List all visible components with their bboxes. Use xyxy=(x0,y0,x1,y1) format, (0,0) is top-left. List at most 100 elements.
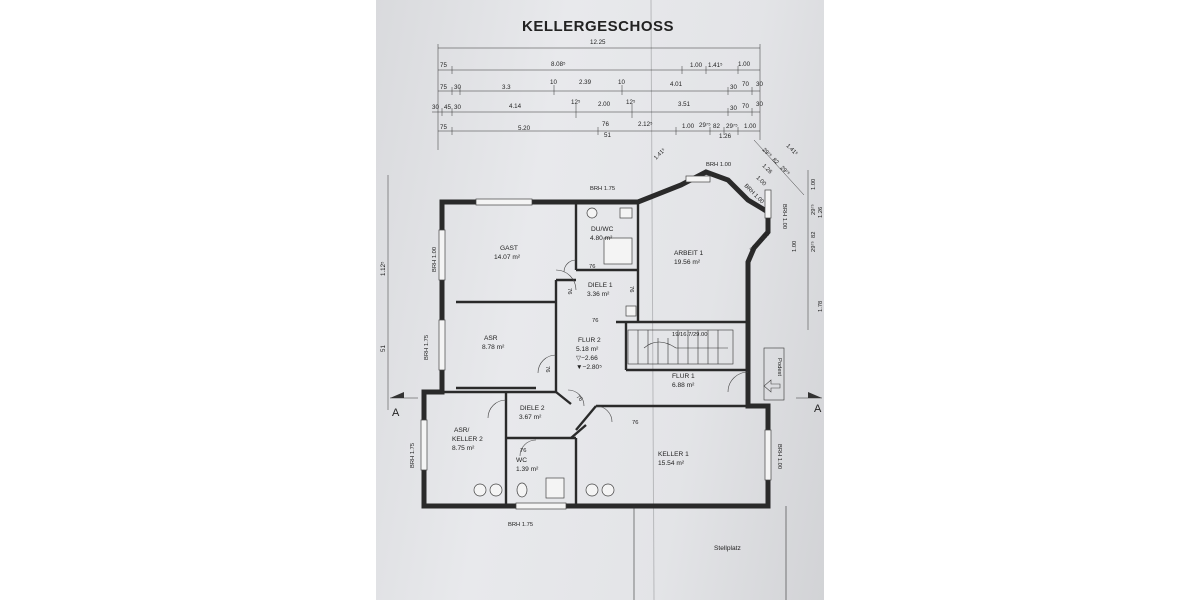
dim-r2-5: 10 xyxy=(618,79,625,86)
svg-text:14.07 m²: 14.07 m² xyxy=(494,254,521,261)
plan-title: KELLERGESCHOSS xyxy=(522,18,674,35)
window-label-bottom: BRH 1.75 xyxy=(508,522,533,528)
shower-du xyxy=(603,237,633,265)
dim-right-4: 1.26 xyxy=(818,207,824,218)
door-width-4: 76 xyxy=(544,366,550,372)
dim-r3-7: 3.51 xyxy=(678,101,691,108)
dim-r2-8: 70 xyxy=(742,81,749,88)
dim-r3-6: 12⁵ xyxy=(626,99,636,106)
dimension-chains: 12.25 75 8.08⁵ 1.00 1.41⁵ 1.00 75 30 3.3… xyxy=(432,39,763,150)
dim-right-1: 29⁷⁵ xyxy=(810,203,817,215)
dim-right-5: 1.00 xyxy=(792,241,798,252)
washer-1 xyxy=(473,483,487,497)
door-width-0: 76 xyxy=(589,264,595,270)
dim-left-0: 1.12⁵ xyxy=(380,261,387,276)
svg-text:8.78 m²: 8.78 m² xyxy=(482,344,505,351)
dim-r2-0: 75 xyxy=(440,84,447,91)
door-width-2: 76 xyxy=(628,286,634,292)
entrance: Podest xyxy=(763,347,785,401)
dim-r2-9: 30 xyxy=(756,81,763,88)
room-diele-2: DIELE 2 3.67 m² xyxy=(519,405,545,421)
svg-text:15.54 m²: 15.54 m² xyxy=(658,460,685,467)
staircase: 19/16.7/29.00 xyxy=(627,329,734,365)
windows xyxy=(420,175,772,510)
section-marker-right: A xyxy=(814,403,822,415)
svg-text:KELLER 1: KELLER 1 xyxy=(658,451,689,458)
dim-r1-2: 1.00 xyxy=(690,62,703,69)
door-width-6: 76 xyxy=(632,420,638,426)
dim-right-0: 1.00 xyxy=(811,179,817,190)
svg-text:5.18 m²: 5.18 m² xyxy=(576,346,599,353)
dim-right-2: 82 xyxy=(811,232,817,238)
svg-text:8.75 m²: 8.75 m² xyxy=(452,445,475,452)
svg-text:DIELE 2: DIELE 2 xyxy=(520,405,545,412)
dim-r4-7: 82 xyxy=(713,123,720,130)
dim-right-3: 29⁷⁵ xyxy=(810,240,817,252)
svg-text:19.56 m²: 19.56 m² xyxy=(674,259,701,266)
room-du-wc: DU/WC 4.80 m² xyxy=(590,226,614,242)
room-flur-1: FLUR 1 6.88 m² xyxy=(672,373,695,389)
dim-r1-3: 1.41⁵ xyxy=(708,62,723,69)
dim-r4-8: 29⁷⁵ xyxy=(726,123,738,130)
svg-text:WC: WC xyxy=(516,457,527,464)
room-gast: GAST 14.07 m² xyxy=(494,245,521,261)
drain xyxy=(625,305,637,317)
svg-text:FLUR 2: FLUR 2 xyxy=(578,337,601,344)
dim-r2-4: 2.39 xyxy=(579,79,592,86)
svg-text:6.88 m²: 6.88 m² xyxy=(672,382,695,389)
svg-text:ASR: ASR xyxy=(484,335,498,342)
room-wc: WC 1.39 m² xyxy=(516,457,539,473)
window-label-bay-right: BRH 1.00 xyxy=(781,204,787,229)
room-diele-1: DIELE 1 3.36 m² xyxy=(587,282,613,298)
dim-r2-2: 3.3 xyxy=(502,84,511,91)
fixtures xyxy=(473,207,637,499)
left-side-dimensions: 1.12⁵ 51 xyxy=(380,175,389,410)
bay-dim-3: 29⁷⁵ xyxy=(779,164,792,177)
dim-r4-2: 76 xyxy=(602,121,609,128)
svg-text:KELLER 2: KELLER 2 xyxy=(452,436,483,443)
door-width-1: 76 xyxy=(566,288,572,294)
room-asr-keller-2: ASR/ KELLER 2 8.75 m² xyxy=(452,427,483,452)
dim-r2-6: 4.01 xyxy=(670,81,683,88)
svg-text:▼−2.80⁵: ▼−2.80⁵ xyxy=(576,364,602,371)
right-side-dimensions: 1.00 29⁷⁵ 82 29⁷⁵ 1.26 1.00 1.78 xyxy=(792,170,824,330)
dim-r4-10: 1.00 xyxy=(744,123,757,130)
sink-wc xyxy=(545,477,565,499)
dim-r3-4: 12⁵ xyxy=(571,99,581,106)
dim-r3-5: 2.00 xyxy=(598,101,611,108)
window-label-top: BRH 1.75 xyxy=(590,186,615,192)
door-width-7: 76 xyxy=(520,448,526,454)
svg-text:DIELE 1: DIELE 1 xyxy=(588,282,613,289)
doors xyxy=(487,259,749,457)
dim-r3-8: 30 xyxy=(730,105,737,112)
bay-dim-1: 29⁷⁵ xyxy=(761,146,774,159)
dim-r3-10: 30 xyxy=(756,101,763,108)
interior-walls xyxy=(424,202,748,506)
window-labels: BRH 1.75 BRH 1.00 BRH 1.00 BRH 1.00 BRH … xyxy=(410,162,787,528)
washer-2 xyxy=(489,483,503,497)
bay-dim-4: 1.26 xyxy=(761,163,773,175)
toilet-du xyxy=(586,207,598,219)
dim-r2-7: 30 xyxy=(730,84,737,91)
dim-left-1: 51 xyxy=(380,345,387,352)
window-label-right-keller1: BRH 1.00 xyxy=(776,444,782,469)
svg-text:ASR/: ASR/ xyxy=(454,427,470,434)
entrance-label: Podest xyxy=(776,358,782,376)
room-labels: GAST 14.07 m² DU/WC 4.80 m² ARBEIT 1 19.… xyxy=(452,226,704,473)
dim-r1-4: 1.00 xyxy=(738,61,751,68)
dim-r3-0: 30 xyxy=(432,104,439,111)
dim-r4-4: 2.12⁵ xyxy=(638,121,653,128)
svg-text:ARBEIT 1: ARBEIT 1 xyxy=(674,250,704,257)
window-label-left-keller2: BRH 1.75 xyxy=(410,443,416,468)
svg-text:3.67 m²: 3.67 m² xyxy=(519,414,542,421)
dim-r3-9: 70 xyxy=(742,103,749,110)
toilet-wc xyxy=(516,482,528,498)
section-marker-left: A xyxy=(392,407,400,419)
window-label-left-gast: BRH 1.00 xyxy=(432,247,438,272)
dim-r4-3: 51 xyxy=(604,132,611,139)
svg-text:GAST: GAST xyxy=(500,245,518,252)
svg-text:DU/WC: DU/WC xyxy=(591,226,614,233)
floor-plan: KELLERGESCHOSS 12.25 75 8.08⁵ 1.00 1.41⁵… xyxy=(380,0,824,600)
dim-r1-0: 75 xyxy=(440,62,447,69)
stair-label: 19/16.7/29.00 xyxy=(672,332,707,338)
